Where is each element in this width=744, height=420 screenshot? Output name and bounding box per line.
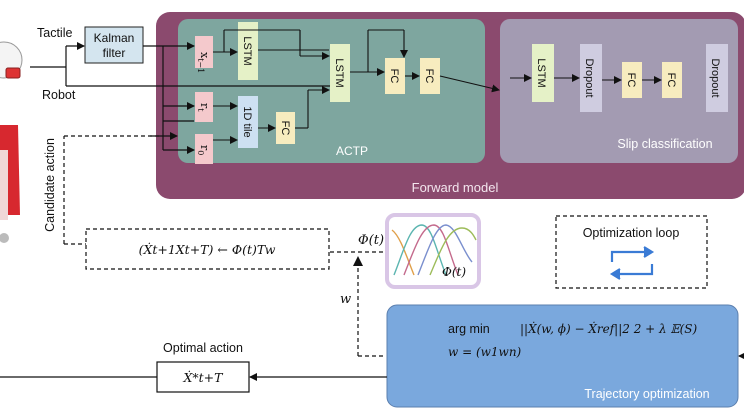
candidate-action-connector <box>63 135 160 244</box>
equation-box <box>85 228 330 270</box>
optimal-action-value: Ẋ*t+T <box>183 370 225 385</box>
loop-arrows-icon <box>609 246 655 280</box>
traj-w-definition: w = (w1wn) <box>448 345 522 359</box>
slip-dropout-box-1 <box>580 44 602 112</box>
optimization-loop-box <box>555 215 708 289</box>
tile-box <box>238 96 258 148</box>
lstm-box-1 <box>238 22 258 80</box>
slip-dropout-2-label: Dropout <box>709 58 721 97</box>
fc-1-label: FC <box>388 69 400 84</box>
r-t-input <box>195 92 213 122</box>
forward-model-label: Forward model <box>412 180 499 195</box>
slip-lstm-box <box>532 44 554 102</box>
w-connector <box>357 262 386 357</box>
traj-objective: ||Ẋ(w, ϕ) − Ẋref||2 2 + λ 𝔼(S) <box>520 321 697 336</box>
fc-2-label: FC <box>423 69 435 84</box>
slip-dropout-box-2 <box>706 44 728 112</box>
slip-fc-box-1 <box>622 62 642 98</box>
traj-argmin: arg min <box>448 322 490 336</box>
optimization-loop-label: Optimization loop <box>583 226 680 240</box>
candidate-action-label: Candidate action <box>43 138 57 232</box>
slip-classification-panel <box>500 19 738 163</box>
basis-functions-plot <box>391 224 477 276</box>
fc-box-2 <box>420 58 440 94</box>
kalman-line2: filter <box>103 46 126 60</box>
r-t-label: rt <box>196 103 211 112</box>
lstm-1-label: LSTM <box>241 36 253 65</box>
actp-connectors <box>213 29 500 144</box>
slip-title: Slip classification <box>617 137 712 151</box>
kalman-line1: Kalman <box>94 31 135 45</box>
tile-label: 1D tile <box>241 106 253 137</box>
kalman-filter-box <box>84 26 144 64</box>
traj-title: Trajectory optimization <box>584 387 709 401</box>
slip-connectors <box>510 74 662 84</box>
w-arrowhead <box>353 256 363 266</box>
fc-small-box <box>276 112 295 144</box>
fc-small-label: FC <box>279 121 291 136</box>
lstm-box-2 <box>330 44 350 102</box>
phi-label: Φ(t) <box>358 233 384 248</box>
actp-title: ACTP <box>336 144 368 158</box>
fc-box-1 <box>385 58 405 94</box>
slip-dropout-1-label: Dropout <box>583 58 595 97</box>
r-0-input <box>195 134 213 164</box>
x-prev-label: xt−1 <box>196 52 211 73</box>
optimal-action-box <box>156 361 250 393</box>
robot-arm-illustration <box>0 41 23 243</box>
robot-label: Robot <box>42 88 76 102</box>
x-prev-input <box>195 36 213 68</box>
equation-text: (Ẋt+1Xt+T) ← Φ(t)Tw <box>139 242 276 257</box>
input-connectors <box>30 42 330 154</box>
lstm-2-label: LSTM <box>333 58 345 87</box>
slip-fc-2-label: FC <box>665 73 677 88</box>
w-label: w <box>340 292 351 307</box>
optimal-action-label: Optimal action <box>163 341 243 355</box>
slip-fc-box-2 <box>662 62 682 98</box>
r-0-label: r0 <box>196 145 211 155</box>
tactile-label: Tactile <box>37 26 72 40</box>
phi-box-label: Φ(t) <box>442 265 466 279</box>
slip-fc-1-label: FC <box>625 73 637 88</box>
slip-lstm-label: LSTM <box>535 58 547 87</box>
